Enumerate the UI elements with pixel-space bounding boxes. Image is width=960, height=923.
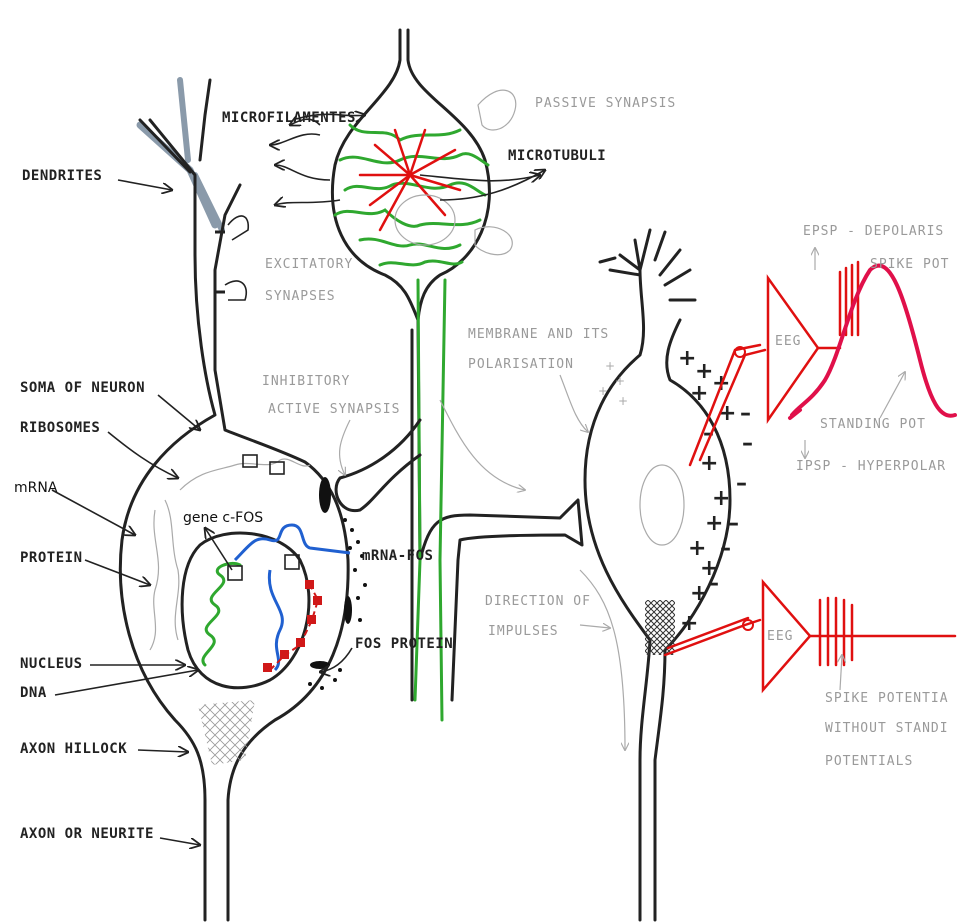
label-ipsp: IPSP - HYPERPOLAR	[796, 459, 946, 474]
label-direction-2: IMPULSES	[488, 624, 559, 639]
dendrite-branch-grey	[136, 121, 219, 229]
label-direction-1: DIRECTION OF	[485, 594, 591, 609]
svg-text:+: +	[700, 451, 718, 476]
label-soma: SOMA OF NEURON	[20, 380, 145, 396]
svg-text:–: –	[740, 401, 751, 426]
svg-text:+: +	[695, 359, 713, 384]
svg-text:+: +	[598, 384, 608, 398]
dendrite-branch-grey-2	[177, 77, 225, 233]
eeg-top	[688, 260, 957, 467]
svg-text:+: +	[705, 511, 723, 536]
excitatory-synapses	[215, 215, 250, 301]
svg-text:+: +	[712, 486, 730, 511]
mrna-chain	[149, 509, 160, 651]
microtubuli	[358, 128, 462, 232]
ribosome-nucleus	[284, 554, 300, 570]
right-neuron: +++ +++ +++ +++ ––– ––– – ++++	[583, 228, 753, 922]
label-epsp: EPSP - DEPOLARIS	[803, 224, 944, 239]
nucleus-outline	[180, 531, 311, 690]
grey-signs: ++++	[598, 359, 628, 408]
inhibitory-branch	[334, 418, 422, 513]
svg-text:+: +	[688, 536, 706, 561]
label-eeg-bottom: EEG	[767, 629, 793, 644]
svg-text:–: –	[736, 471, 747, 496]
left-neuron	[118, 77, 367, 922]
svg-text:+: +	[678, 346, 696, 371]
label-membrane-2: POLARISATION	[468, 357, 574, 372]
ribosome-chain	[179, 458, 311, 491]
svg-text:–: –	[708, 571, 719, 596]
ribosome-2	[269, 461, 285, 475]
label-excitatory-2: SYNAPSES	[265, 289, 336, 304]
svg-text:–: –	[703, 421, 714, 446]
right-axon-hillock	[645, 600, 675, 655]
label-inhibitory-1: INHIBITORY	[262, 374, 350, 389]
synapse-dots	[308, 477, 367, 690]
label-spike-without-3: POTENTIALS	[825, 754, 913, 769]
top-nucleus	[394, 194, 456, 246]
label-protein: PROTEIN	[20, 550, 83, 566]
label-spike-without-2: WITHOUT STANDI	[825, 721, 949, 736]
mrna-fos-strand	[233, 523, 351, 562]
label-standing-pot: STANDING POT	[820, 417, 926, 432]
label-inhibitory-2: ACTIVE SYNAPSIS	[268, 402, 400, 417]
svg-text:+: +	[605, 359, 615, 373]
eeg-bottom	[663, 578, 957, 694]
label-microtubuli: MICROTUBULI	[508, 148, 606, 164]
label-mrna: mRNA	[14, 480, 58, 496]
label-microfilamentes: MICROFILAMENTES	[222, 110, 356, 126]
top-neuron	[270, 28, 584, 722]
ribosome-1	[242, 454, 258, 468]
svg-text:–: –	[742, 431, 753, 456]
right-neuron-outline	[583, 228, 732, 922]
label-spike-without-1: SPIKE POTENTIA	[825, 691, 949, 706]
top-neuron-outline	[330, 28, 584, 702]
protein-chain	[164, 499, 180, 641]
gene-box	[227, 565, 243, 581]
label-dendrites: DENDRITES	[22, 168, 102, 184]
svg-text:–: –	[728, 511, 739, 536]
label-passive-synapsis: PASSIVE SYNAPSIS	[535, 96, 676, 111]
svg-text:+: +	[618, 394, 628, 408]
label-axon-hillock: AXON HILLOCK	[20, 741, 127, 757]
charge-signs: +++ +++ +++ +++ ––– ––– –	[678, 346, 753, 636]
label-axon-neurite: AXON OR NEURITE	[20, 826, 154, 842]
svg-text:+: +	[680, 611, 698, 636]
svg-text:+: +	[690, 381, 708, 406]
svg-text:+: +	[700, 556, 718, 581]
right-nucleus	[639, 464, 685, 546]
label-excitatory-1: EXCITATORY	[265, 257, 353, 272]
label-dna: DNA	[20, 685, 47, 701]
label-nucleus: NUCLEUS	[20, 656, 83, 672]
svg-text:+: +	[690, 581, 708, 606]
passive-synapse	[477, 89, 517, 131]
svg-text:+: +	[615, 374, 625, 388]
soma-outline	[118, 78, 350, 922]
fos-protein-beads	[263, 580, 322, 672]
dna-helix	[201, 561, 242, 667]
standing-wave	[790, 263, 957, 418]
label-gene-cfos: gene c-FOS	[183, 510, 263, 526]
svg-text:–: –	[720, 536, 731, 561]
label-membrane-1: MEMBRANE AND ITS	[468, 327, 609, 342]
axon-hillock-hatch	[198, 700, 255, 765]
label-spike-pot: SPIKE POT	[870, 257, 949, 272]
label-ribosomes: RIBOSOMES	[20, 420, 100, 436]
label-eeg-top: EEG	[775, 334, 801, 349]
label-mrna-fos: mRNA-FOS	[362, 548, 433, 564]
label-fos-protein: FOS PROTEIN	[355, 636, 453, 652]
